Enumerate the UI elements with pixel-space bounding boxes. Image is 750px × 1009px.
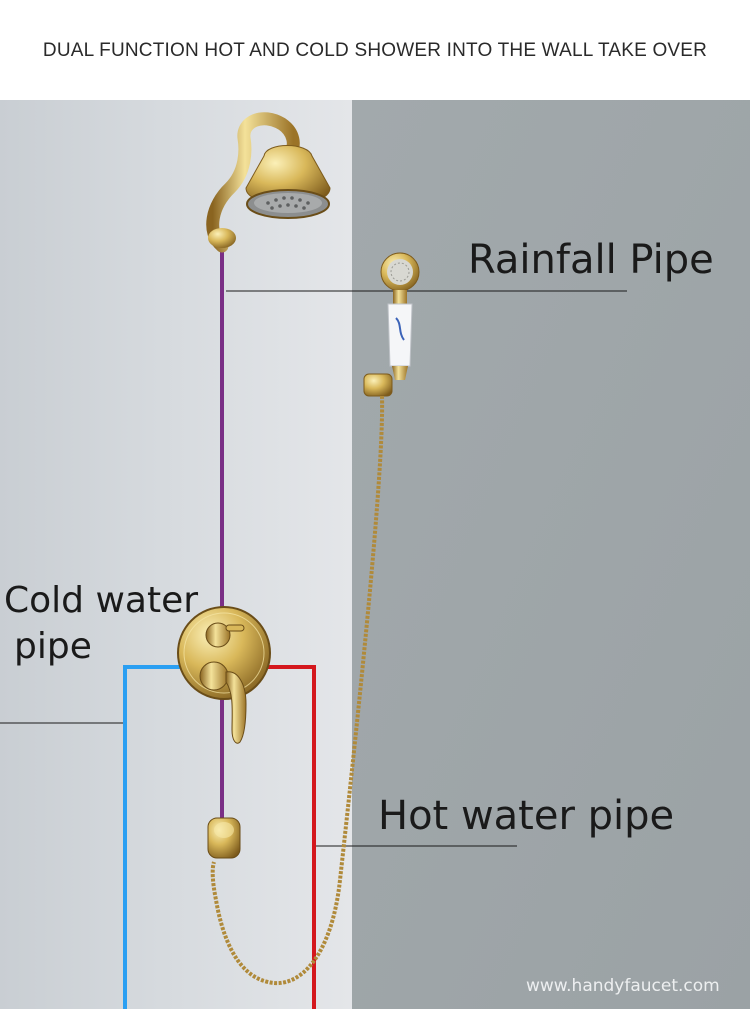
cold-water-pipe-label: Cold water pipe: [4, 578, 198, 670]
left-wall: [0, 100, 352, 1009]
hose-icon: [210, 395, 385, 986]
rainfall-pipe-label: Rainfall Pipe: [468, 237, 714, 283]
hot-water-pipe: [266, 665, 316, 1009]
shower-diagram: [0, 100, 750, 1009]
header: DUAL FUNCTION HOT AND COLD SHOWER INTO T…: [0, 0, 750, 100]
watermark: www.handyfaucet.com: [526, 976, 720, 996]
hot-water-pipe-label: Hot water pipe: [378, 793, 675, 839]
shower-head-icon: [206, 112, 331, 253]
mixer-valve-icon: [177, 606, 271, 744]
cold-label-line2: pipe: [14, 626, 92, 667]
hand-shower-icon: [363, 252, 420, 397]
cold-water-pipe: [123, 665, 182, 1009]
cold-label-line1: Cold water: [4, 580, 199, 621]
right-wall: [352, 100, 750, 1009]
page-title: DUAL FUNCTION HOT AND COLD SHOWER INTO T…: [42, 40, 708, 61]
wall-outlet-icon: [207, 817, 241, 859]
